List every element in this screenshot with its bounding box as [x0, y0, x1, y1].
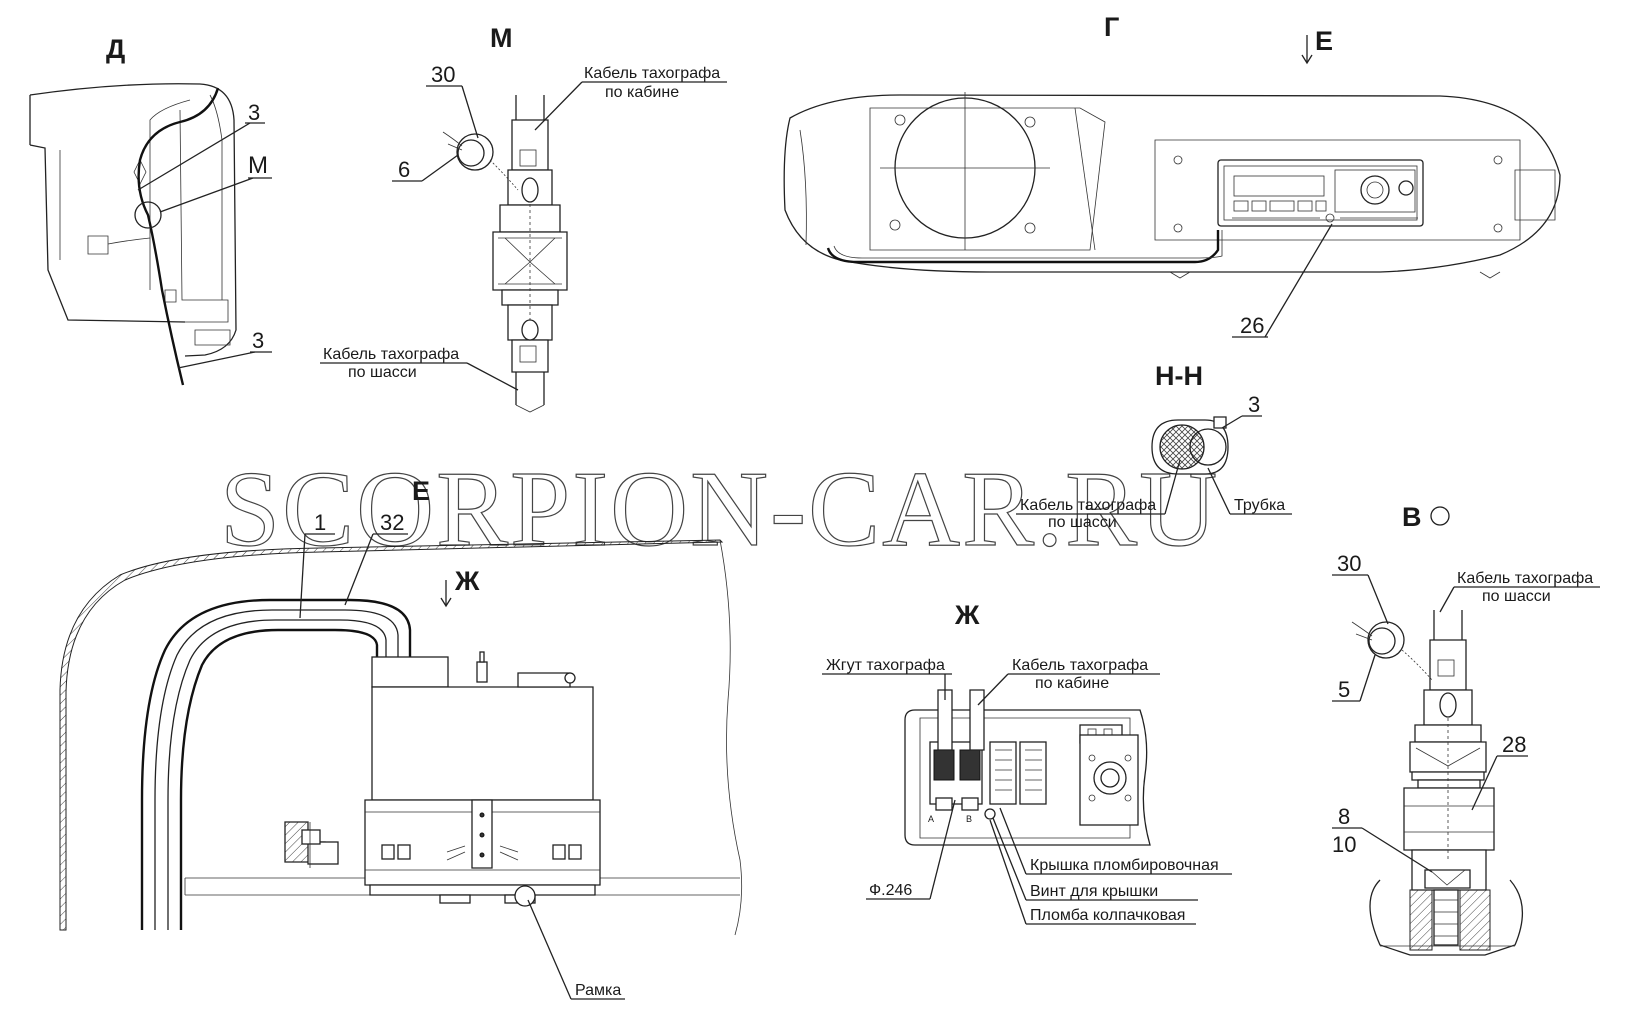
v-callout-8: 8 [1338, 804, 1350, 829]
callout-30: 30 [431, 62, 455, 87]
view-m-title: М [490, 23, 513, 53]
v-label-cable-line2: по шасси [1482, 588, 1551, 605]
view-v-base [1369, 879, 1524, 956]
view-nn: Н-Н 3 Кабель тахографа по шасси Трубка [1016, 361, 1292, 531]
label-cable-cab-line2: по кабине [605, 84, 679, 101]
label-frame: Рамка [575, 982, 621, 999]
view-m-connector [492, 95, 568, 413]
nn-label-cable-line1: Кабель тахографа [1020, 497, 1156, 514]
view-zh: Ж A B [822, 600, 1232, 925]
view-e-arrow: Е [1301, 26, 1333, 65]
label-zh-cable-line1: Кабель тахографа [1012, 657, 1148, 674]
view-g: Г Е [783, 12, 1561, 338]
callout-3-lower: 3 [252, 328, 264, 353]
label-cap-seal: Пломба колпачковая [1030, 907, 1185, 924]
view-nn-title: Н-Н [1155, 361, 1203, 391]
callout-6: 6 [398, 157, 410, 182]
view-m: М 30 6 [320, 23, 727, 413]
view-v-sensor [1403, 610, 1495, 946]
label-harness: Жгут тахографа [826, 657, 945, 674]
label-seal-cover: Крышка пломбировочная [1030, 857, 1219, 874]
label-cable-chassis-line1: Кабель тахографа [323, 346, 459, 363]
label-cable-cab-line1: Кабель тахографа [584, 65, 720, 82]
view-e: Е [59, 476, 743, 1000]
callout-3-upper: 3 [248, 100, 260, 125]
view-v-callouts: 30 5 Кабель тахографа по шасси 28 8 10 [1332, 551, 1600, 873]
view-nn-callouts: 3 Кабель тахографа по шасси Трубка [1016, 392, 1292, 531]
view-d-title: Д [106, 34, 125, 64]
label-cable-chassis-line2: по шасси [348, 364, 417, 381]
view-e-tachograph-unit [364, 651, 601, 907]
rotation-icon [1430, 506, 1450, 526]
view-v: В [1332, 502, 1600, 956]
label-zh-cable-line2: по кабине [1035, 675, 1109, 692]
v-callout-28: 28 [1502, 732, 1526, 757]
pin-a: A [928, 814, 934, 824]
view-m-callouts: 30 6 Кабель тахографа по кабине Кабель т… [320, 62, 727, 391]
view-g-callouts: 26 [1232, 223, 1333, 338]
view-g-title: Г [1104, 12, 1119, 42]
v-label-cable-line1: Кабель тахографа [1457, 570, 1593, 587]
view-v-seal [1351, 621, 1433, 681]
label-cover-screw: Винт для крышки [1030, 883, 1158, 900]
v-callout-10: 10 [1332, 832, 1356, 857]
view-zh-callouts: Жгут тахографа Кабель тахографа по кабин… [822, 657, 1232, 925]
callout-1: 1 [314, 510, 326, 535]
view-m-seal [442, 131, 519, 191]
callout-26: 26 [1240, 313, 1264, 338]
view-e-harness [140, 598, 412, 930]
label-fuse: Ф.246 [869, 882, 912, 899]
view-g-cable [826, 230, 1220, 264]
view-e-title: Е [412, 476, 430, 506]
view-e-panel [59, 539, 743, 936]
view-zh-cables [937, 689, 985, 751]
nn-callout-3: 3 [1248, 392, 1260, 417]
view-d-cable [134, 87, 220, 386]
view-d: Д 3 М 3 [29, 34, 272, 386]
view-d-callouts: 3 М 3 [137, 100, 272, 369]
pin-b: B [966, 814, 972, 824]
view-v-title: В [1402, 502, 1422, 532]
view-g-dashboard [783, 92, 1561, 279]
view-zh-arrow-label: Ж [454, 566, 480, 596]
callout-m: М [248, 152, 268, 179]
nn-label-tube: Трубка [1234, 497, 1285, 514]
nn-label-cable-line2: по шасси [1048, 514, 1117, 531]
view-g-tachograph [1217, 159, 1424, 227]
view-e-callouts: 1 32 Рамка [299, 510, 625, 1000]
view-zh-connector-panel: A B [904, 709, 1151, 846]
view-d-cab-outline [29, 83, 237, 357]
view-zh-title: Ж [954, 600, 980, 630]
view-d-detail-m-circle [134, 201, 162, 229]
callout-32: 32 [380, 510, 404, 535]
v-callout-30: 30 [1337, 551, 1361, 576]
v-callout-5: 5 [1338, 677, 1350, 702]
view-zh-arrow: Ж [440, 566, 480, 608]
view-nn-section [1151, 416, 1229, 475]
view-e-arrow-label: Е [1315, 26, 1333, 56]
